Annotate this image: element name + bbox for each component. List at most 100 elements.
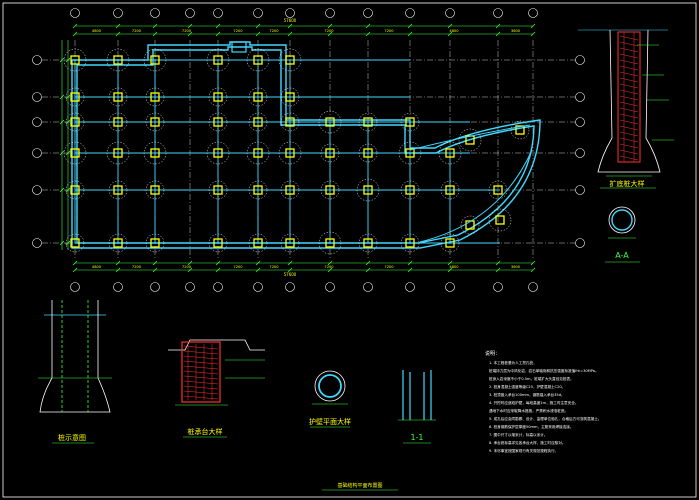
pile-cap [113,117,123,127]
grid-bubble-bottom [70,282,80,292]
note-line: 1. 本工程桩基为人工挖孔桩， [489,360,537,365]
pile-cap [285,117,295,127]
pile-cap [150,92,160,102]
note-line: 遇地下水时应采取降水措施，严禁积水浸泡桩底。 [489,408,568,413]
pile-cap [285,185,295,195]
grid-bubble-bottom [113,282,123,292]
pile-dashed-circle [208,112,228,132]
dimension-label: 7200 [384,265,394,269]
pile-cap [325,148,335,158]
pile-cap [285,92,295,102]
note-line: 4. 开挖时应逐段护壁，每段高度1m，施工时注意安全。 [489,400,578,405]
pile-dashed-circle [106,48,130,72]
note-line: 7. 图中尺寸以毫米计，标高以米计。 [489,432,547,437]
dimension-label: 7200 [132,29,142,33]
pile-dashed-circle [438,141,462,165]
pile-dashed-circle [318,110,342,134]
note-line: 5. 成孔后应会同勘察、设计、监理单位验孔，合格后方可浇筑混凝土。 [489,416,601,421]
pile-dashed-circle [398,141,422,165]
pile-dashed-circle [246,48,270,72]
pile-dashed-circle [358,112,378,132]
grid-bubble-right [575,238,585,248]
pile-cap [515,125,525,135]
pile-dashed-circle [278,141,302,165]
grid-bubble-top [528,8,538,18]
pile-detail-leaders [637,44,674,141]
grid-bubble-top [213,8,223,18]
pile-cap [150,185,160,195]
pile-cap [405,185,415,195]
pile-dashed-circle [358,143,378,163]
grid-axis-bubbles [32,8,585,292]
curved-beam-edge [419,149,533,243]
dimension-label: 7200 [182,265,192,269]
plan-title: 基础结构平面布置图 [337,482,382,489]
grid-bubble-bottom [363,282,373,292]
pile-cap [253,55,263,65]
pile-dashed-circle [63,48,87,72]
pile-cap [253,92,263,102]
expanded-bottom-pile-detail: 扩底桩大样 [578,29,674,189]
pile-dashed-circle [106,141,130,165]
dimension-label: 3600 [511,29,521,33]
dimension-label: 7200 [324,265,334,269]
dimension-label: 7200 [269,265,279,269]
pile-dashed-circle [248,233,268,253]
grid-bubble-bottom [185,282,195,292]
dimension-label: 7200 [269,29,279,33]
pile-dashed-circle [65,180,85,200]
pile-cap [113,148,123,158]
pile-cap [405,148,415,158]
dimension-label: 7200 [324,29,334,33]
pile-cap [70,148,80,158]
grid-bubble-top [363,8,373,18]
pile-cap [285,238,295,248]
pile-cap [493,185,503,195]
pile-dashed-circle [108,112,128,132]
pile-elevation-detail [38,300,112,413]
grid-bubble-bottom [285,282,295,292]
grid-bubble-top [405,8,415,18]
pile-dashed-circle [145,87,165,107]
pile-cap [213,148,223,158]
expanded-bottom-title: 扩底桩大样 [610,179,645,188]
pile-dashed-circle [65,112,85,132]
grid-bubble-left [32,238,42,248]
pile-dashed-circle [248,112,268,132]
pile-cap [445,185,455,195]
dimension-label: 7200 [384,29,394,33]
pile-cap [363,148,373,158]
grid-bubble-top [285,8,295,18]
pile-dashed-circle [358,233,378,253]
pile-dashed-circle [145,180,165,200]
pile-cap [70,55,80,65]
pile-dashed-circle [318,231,342,255]
pile-dashed-circle [280,180,300,200]
pile-cap [253,117,263,127]
dimension-label: 4800 [92,29,102,33]
pile-dashed-circle [108,233,128,253]
pile-cap [113,92,123,102]
grid-bubble-left [32,92,42,102]
tie-beams [74,59,500,244]
pile-dashed-circle [320,180,340,200]
pile-cap [213,185,223,195]
pile-dashed-circle [400,233,420,253]
grid-bubble-top [70,8,80,18]
pile-cap [113,238,123,248]
pile-dashed-circle [248,87,268,107]
pile-caps [70,55,525,248]
note-line: 2. 桩身混凝土强度等级C25，护壁混凝土C20。 [489,384,565,389]
curved-beam-top [409,124,531,151]
pile-cap [213,238,223,248]
pile-cap [325,117,335,127]
pile-dashed-circle [440,233,460,253]
grid-bubble-right [575,148,585,158]
grid-bubble-bottom [493,282,503,292]
note-line: 桩身入岩深度不小于0.5m，桩端扩大头直径见桩表。 [489,376,574,381]
note-line: 桩端持力层为中风化岩，岩石单轴饱和抗压强度标准值frk=30MPa。 [489,368,599,373]
pile-cap [70,238,80,248]
dimension-ticks [59,23,536,273]
